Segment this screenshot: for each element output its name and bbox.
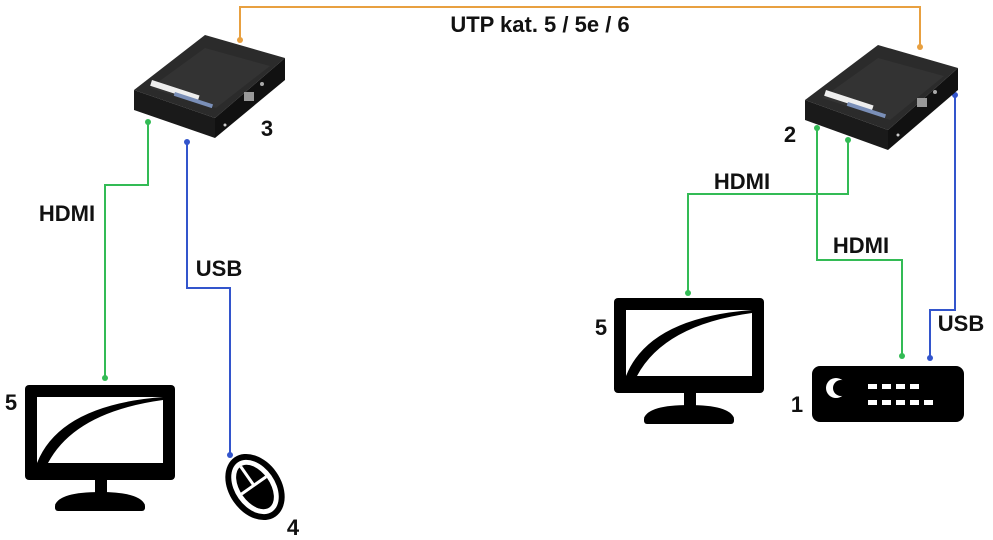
rj45-port-icon [244,92,254,101]
transmitter-extender-box [805,45,958,150]
hdmi-rt-end-top [845,137,851,143]
rj45-port-icon-right [917,98,927,107]
dvr-device-icon [812,366,964,422]
usb-cable-left [186,142,231,455]
usb-label-right: USB [938,311,984,336]
number-mouse: 4 [287,515,300,540]
cable-label: UTP kat. 5 / 5e / 6 [450,12,629,37]
hdmi-left-end-top [145,119,151,125]
number-monitor-left: 5 [5,390,17,415]
number-monitor-right: 5 [595,315,607,340]
utp-end-left [237,37,243,43]
mouse-icon [225,453,285,521]
hdmi-label-right-top: HDMI [714,169,770,194]
number-receiver: 3 [261,116,273,141]
utp-end-right [917,44,923,50]
hdmi-left-end-bottom [102,375,108,381]
hdmi-logo-plate [150,79,200,102]
number-transmitter: 2 [784,122,796,147]
usb-right-end-bottom [927,355,933,361]
number-source-device: 1 [791,392,803,417]
usb-cable-right [929,95,956,358]
hdmi-label-left: HDMI [39,201,95,226]
hdmi-rb-end-top [814,125,820,131]
hdmi-cable-right-top [687,140,849,293]
utp-cable [239,6,921,47]
usb-label-left: USB [196,256,242,281]
hdmi-rb-end-bottom [899,353,905,359]
usb-left-end-top [184,139,190,145]
hdmi-cable-left [104,122,149,378]
monitor-right-icon [614,298,764,424]
hdmi-rt-end-bottom [685,290,691,296]
receiver-extender-box [134,35,285,138]
hdmi-label-right-bottom: HDMI [833,233,889,258]
monitor-left-icon [25,385,175,511]
usb-left-end-bottom [227,452,233,458]
hdmi-cable-right-bottom [816,128,903,356]
